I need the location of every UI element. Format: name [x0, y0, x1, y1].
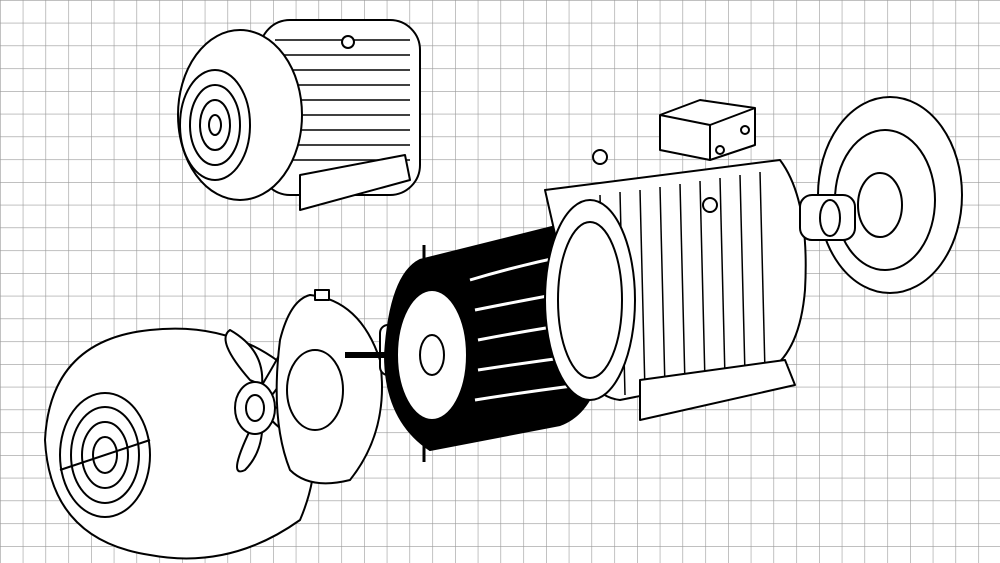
stator-housing	[544, 149, 807, 421]
rear-end-shield	[275, 289, 383, 485]
front-end-shield	[799, 96, 963, 294]
assembled-motor	[177, 19, 421, 211]
terminal-box	[659, 99, 756, 161]
